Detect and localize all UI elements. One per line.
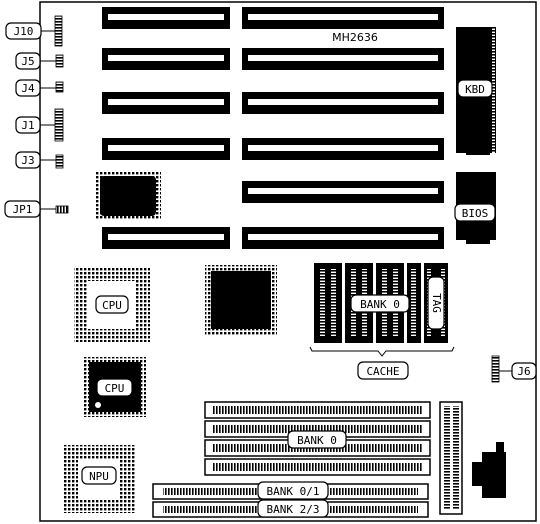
label-j10: J10 (5, 22, 42, 40)
label-bios-text: BIOS (462, 207, 489, 220)
cache-chip (314, 263, 342, 343)
label-cache-bank: BANK 0 (350, 294, 410, 313)
pqfp-chip (95, 172, 161, 220)
label-bios: BIOS (454, 203, 496, 222)
label-j1: J1 (15, 116, 41, 134)
label-cache-bank-text: BANK 0 (360, 298, 400, 311)
label-j1-text: J1 (21, 119, 34, 132)
label-npu: NPU (81, 466, 117, 485)
label-cpu-text: CPU (105, 382, 125, 395)
label-j3-text: J3 (21, 154, 34, 167)
keyboard-connector (472, 442, 506, 498)
label-j5-text: J5 (21, 55, 34, 68)
label-cpu-socket-text: CPU (102, 299, 122, 312)
label-bank-23: BANK 2/3 (257, 499, 329, 518)
label-j3: J3 (15, 151, 41, 169)
label-cpu: CPU (96, 378, 133, 397)
label-jp1-text: JP1 (13, 203, 33, 216)
label-tag-text: TAG (430, 293, 443, 313)
label-j6-text: J6 (517, 365, 530, 378)
label-kbd-text: KBD (465, 83, 485, 96)
power-connector (439, 401, 463, 515)
label-kbd: KBD (457, 79, 493, 98)
label-j6: J6 (511, 362, 537, 380)
isa-slots-right (242, 7, 444, 249)
label-jp1: JP1 (4, 200, 41, 218)
model-name: MH2636 (332, 31, 378, 44)
label-npu-text: NPU (89, 470, 109, 483)
chipset-chip (205, 265, 277, 335)
label-simm-bank-text: BANK 0 (297, 434, 337, 447)
isa-slots-left (102, 7, 230, 249)
label-bank-01-text: BANK 0/1 (267, 485, 320, 498)
label-cpu-socket: CPU (95, 295, 129, 314)
label-tag: TAG (427, 276, 445, 330)
label-j4: J4 (15, 79, 41, 97)
board-outline (39, 1, 537, 522)
label-j5: J5 (15, 52, 41, 70)
label-bank-23-text: BANK 2/3 (267, 503, 320, 516)
leader-lines (40, 30, 512, 372)
label-j10-text: J10 (14, 25, 34, 38)
label-cache-text: CACHE (366, 365, 399, 378)
label-cache: CACHE (357, 361, 409, 380)
label-bank-01: BANK 0/1 (257, 481, 329, 500)
label-simm-bank: BANK 0 (287, 430, 347, 449)
label-j4-text: J4 (21, 82, 35, 95)
